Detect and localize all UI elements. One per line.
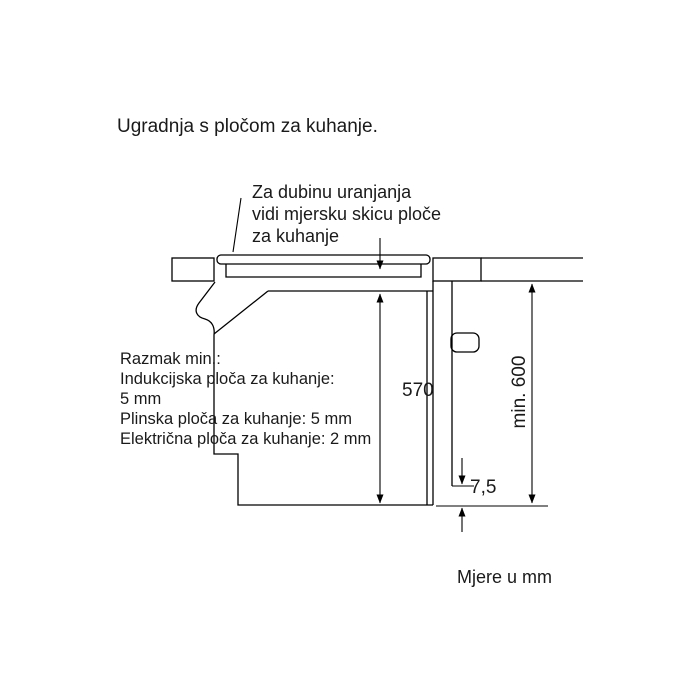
countertop-left-section (171, 257, 215, 282)
oven-top-diagonal (213, 290, 269, 335)
page-title: Ugradnja s pločom za kuhanje. (117, 116, 378, 137)
clearance-spec-text: Razmak min.: Indukcijska ploča za kuhanj… (120, 350, 372, 448)
cabinet-outline (195, 281, 433, 506)
dim-75-label: 7,5 (470, 477, 497, 498)
immersion-depth-note: Za dubinu uranjanja vidi mjersku skicu p… (252, 182, 442, 246)
cooktop-flange (216, 254, 431, 265)
units-note: Mjere u mm (457, 567, 553, 587)
countertop-right-section (432, 257, 482, 282)
dim-600-label: min. 600 (509, 355, 530, 429)
door-handle (450, 332, 480, 353)
dim-570-label: 570 (402, 380, 434, 401)
cooktop-body (225, 264, 422, 278)
annotation-leader-line (232, 197, 242, 253)
